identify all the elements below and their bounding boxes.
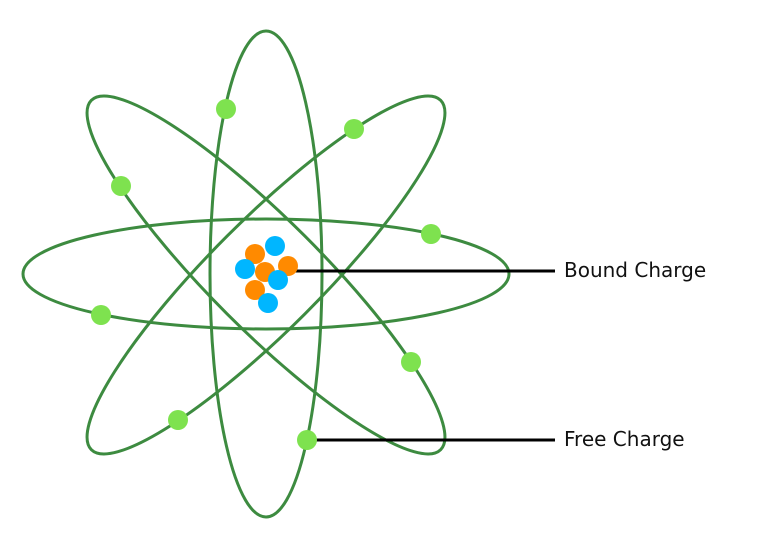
neutron-particle [265, 236, 285, 256]
electron [91, 305, 111, 325]
electron [401, 352, 421, 372]
orbit-diagonal-up [85, 94, 447, 456]
electron [111, 176, 131, 196]
electron [344, 119, 364, 139]
free-charge-label: Free Charge [564, 427, 685, 451]
bound-charge-label: Bound Charge [564, 258, 707, 282]
proton-particle [245, 280, 265, 300]
electron [297, 430, 317, 450]
electron [168, 410, 188, 430]
proton-particle [278, 256, 298, 276]
orbit-vertical [208, 29, 324, 519]
orbits [21, 29, 511, 519]
neutron-particle [235, 259, 255, 279]
proton-particle [245, 244, 265, 264]
electrons [91, 99, 441, 450]
leader-lines [290, 269, 555, 442]
electron [216, 99, 236, 119]
orbit-diagonal-down [85, 94, 447, 456]
neutron-particle [258, 293, 278, 313]
electron [421, 224, 441, 244]
orbit-horizontal [21, 217, 511, 331]
neutron-particle [268, 270, 288, 290]
nucleus [235, 236, 298, 313]
